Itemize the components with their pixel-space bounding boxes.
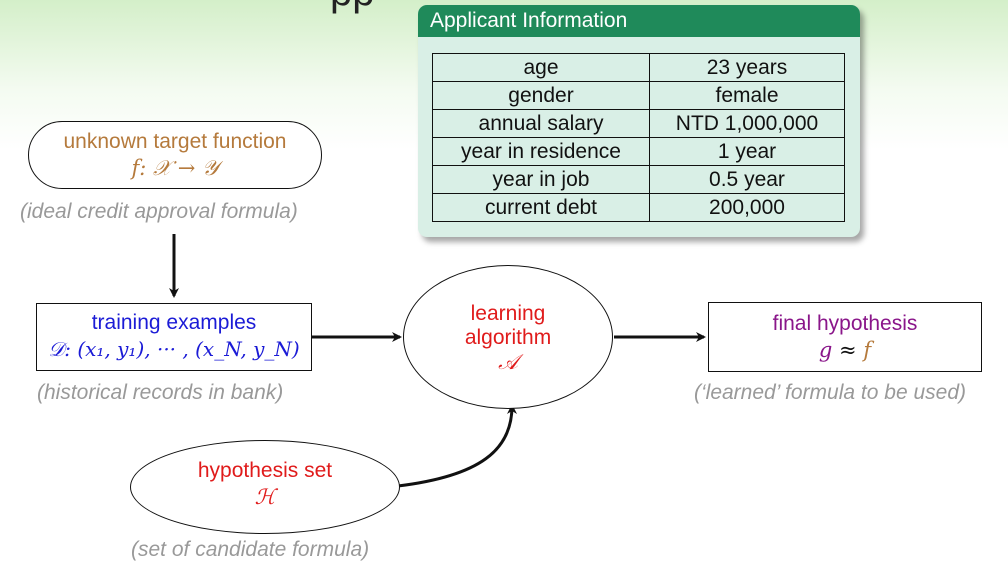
target-function-label: unknown target function xyxy=(63,130,287,153)
applicant-info-key: annual salary xyxy=(432,109,650,138)
learning-algorithm-ellipse: learning algorithm 𝒜 xyxy=(403,265,613,409)
training-examples-caption: (historical records in bank) xyxy=(37,381,284,404)
learning-algorithm-symbol: 𝒜 xyxy=(498,350,518,374)
hypothesis-set-label: hypothesis set xyxy=(197,459,333,482)
applicant-info-value: 23 years xyxy=(649,53,845,82)
final-hypothesis-label: final hypothesis xyxy=(772,312,918,335)
final-hypothesis-g: g xyxy=(818,338,833,362)
applicant-info-header: Applicant Information xyxy=(418,5,860,37)
final-hypothesis-box: final hypothesis g ≈ f xyxy=(708,302,982,372)
final-hypothesis-approx: ≈ xyxy=(839,338,857,362)
training-examples-box: training examples 𝒟: (x₁, y₁), ··· , (x_… xyxy=(36,303,312,371)
final-hypothesis-f: f xyxy=(863,338,872,362)
learning-algorithm-label-line1: learning xyxy=(470,302,546,325)
target-function-formula: f: 𝒳 → 𝒴 xyxy=(131,156,219,180)
target-function-box: unknown target function f: 𝒳 → 𝒴 xyxy=(28,121,322,189)
final-hypothesis-caption: (‘learned’ formula to be used) xyxy=(694,381,966,404)
applicant-info-key: current debt xyxy=(432,193,650,222)
arrow-hypothesis-to-algorithm xyxy=(397,404,517,488)
applicant-info-key: gender xyxy=(432,81,650,110)
applicant-info-key: year in residence xyxy=(432,137,650,166)
applicant-info-value: female xyxy=(649,81,845,110)
target-function-caption: (ideal credit approval formula) xyxy=(20,200,298,223)
training-examples-formula: 𝒟: (x₁, y₁), ··· , (x_N, y_N) xyxy=(48,337,300,361)
hypothesis-set-ellipse: hypothesis set ℋ xyxy=(130,440,400,534)
hypothesis-set-caption: (set of candidate formula) xyxy=(131,538,370,561)
learning-algorithm-label-line2: algorithm xyxy=(464,326,552,349)
applicant-info-value: 200,000 xyxy=(649,193,845,222)
applicant-info-key: year in job xyxy=(432,165,650,194)
applicant-info-value: NTD 1,000,000 xyxy=(649,109,845,138)
slide-title-fragment: pp xyxy=(330,0,375,15)
hypothesis-set-symbol: ℋ xyxy=(254,485,276,509)
final-hypothesis-formula: g ≈ f xyxy=(709,338,981,362)
training-examples-label: training examples xyxy=(91,311,257,334)
